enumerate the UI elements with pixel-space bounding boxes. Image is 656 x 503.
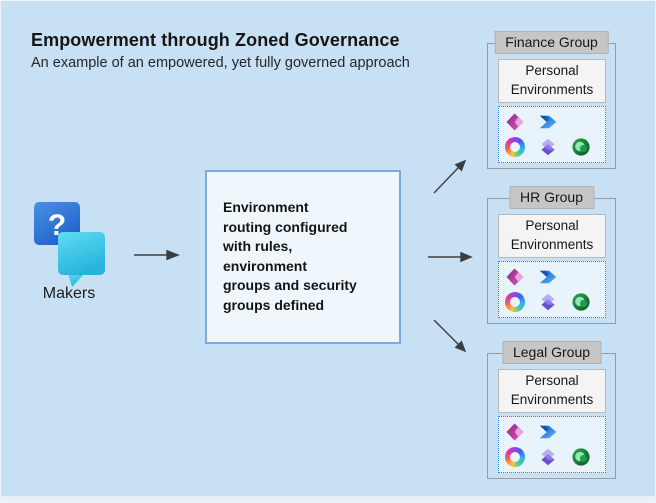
chat-bubbles-question-icon: ? xyxy=(34,202,105,287)
group-legal: Legal Group Personal Environments xyxy=(487,341,616,479)
power-pages-icon xyxy=(572,293,590,311)
power-apps-icon xyxy=(506,113,524,131)
icon-row xyxy=(505,292,605,312)
center-box-line: groups defined xyxy=(223,296,325,313)
copilot-studio-icon xyxy=(541,448,555,466)
copilot-studio-icon xyxy=(541,293,555,311)
group-finance: Finance Group Personal Environments xyxy=(487,31,616,169)
icon-row xyxy=(505,267,605,287)
copilot-icon xyxy=(505,137,525,157)
environment-icons-box xyxy=(498,106,606,163)
icon-row xyxy=(505,447,605,467)
power-automate-icon xyxy=(539,270,557,284)
window-bottom-edge xyxy=(1,496,655,502)
center-box-line: groups and security xyxy=(223,277,357,293)
center-box-line: routing configured xyxy=(223,218,348,235)
power-apps-icon xyxy=(506,268,524,286)
power-pages-icon xyxy=(572,448,590,466)
group-hr-label: HR Group xyxy=(508,186,595,209)
environment-routing-box: Environment routing configured with rule… xyxy=(205,170,401,344)
power-apps-icon xyxy=(506,423,524,441)
copilot-icon xyxy=(505,447,525,467)
center-box-line: environment xyxy=(223,257,308,274)
icon-row xyxy=(505,422,605,442)
copilot-icon xyxy=(505,292,525,312)
arrow-box-to-finance xyxy=(433,166,460,194)
personal-environments-box: Personal Environments xyxy=(498,214,606,258)
personal-environments-box: Personal Environments xyxy=(498,369,606,413)
makers-label: Makers xyxy=(42,285,96,302)
power-automate-icon xyxy=(539,425,557,439)
environment-icons-box xyxy=(498,261,606,318)
group-hr: HR Group Personal Environments xyxy=(487,186,616,324)
icon-row xyxy=(505,112,605,132)
arrowhead xyxy=(460,251,473,263)
center-box-line: Environment xyxy=(223,199,309,215)
arrow-box-to-legal xyxy=(433,319,460,346)
group-legal-label: Legal Group xyxy=(501,341,602,364)
group-finance-label: Finance Group xyxy=(494,31,609,54)
personal-environments-box: Personal Environments xyxy=(498,59,606,103)
arrowhead xyxy=(454,340,467,353)
arrowhead xyxy=(166,249,180,261)
power-automate-icon xyxy=(539,115,557,129)
arrowhead xyxy=(454,159,467,172)
page-title: Empowerment through Zoned Governance xyxy=(31,30,400,50)
icon-row xyxy=(505,137,605,157)
power-pages-icon xyxy=(572,138,590,156)
environment-icons-box xyxy=(498,416,606,473)
page-subtitle: An example of an empowered, yet fully go… xyxy=(31,55,410,71)
copilot-studio-icon xyxy=(541,138,555,156)
center-box-line: with rules, xyxy=(223,238,293,254)
